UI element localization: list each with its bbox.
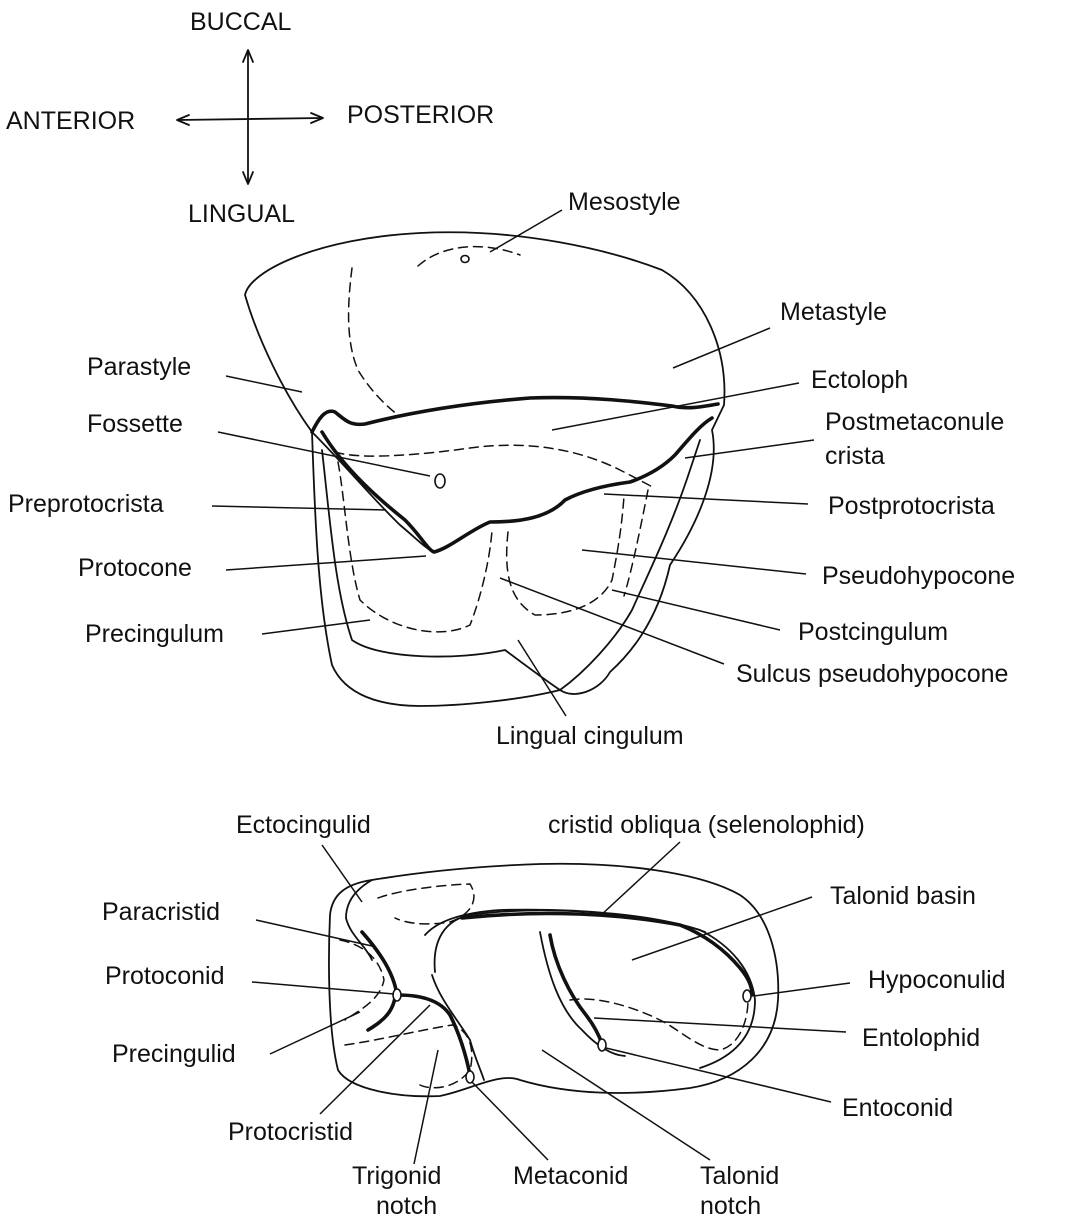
upper-mesostyle-dashed: [418, 247, 520, 266]
label-entoconid: Entoconid: [842, 1094, 953, 1122]
leader-protoconid: [252, 982, 394, 994]
orientation-compass: BUCCAL ANTERIOR POSTERIOR LINGUAL: [6, 8, 494, 228]
label-protoconid: Protoconid: [105, 962, 225, 990]
leader-entolophid: [594, 1018, 846, 1032]
upper-pseudohypocone-dashed: [507, 496, 624, 615]
leader-preprotocrista: [212, 506, 386, 510]
lower-metaconid-pit: [466, 1071, 474, 1083]
leader-precingulum: [262, 620, 370, 634]
label-sulcus-pseudohypocone: Sulcus pseudohypocone: [736, 660, 1008, 688]
leader-ectocingulid: [322, 845, 362, 902]
leader-trigonid-notch: [414, 1050, 438, 1164]
label-talonid-notch-line2: notch: [700, 1192, 761, 1220]
upper-protocone-dashed: [338, 462, 492, 632]
label-talonid-notch-line1: Talonid: [700, 1162, 779, 1190]
leader-entoconid: [606, 1048, 831, 1102]
label-entolophid: Entolophid: [862, 1024, 980, 1052]
upper-molar-drawing: [245, 232, 724, 706]
leader-lingual-cingulum: [518, 640, 566, 716]
label-anterior: ANTERIOR: [6, 107, 135, 135]
lower-molar-drawing: [329, 864, 778, 1097]
label-precingulum: Precingulum: [85, 620, 224, 648]
upper-fossette-pit: [435, 474, 445, 488]
lower-trigonid-dashed: [345, 1025, 472, 1088]
leader-mesostyle: [490, 210, 562, 252]
label-postmetaconule-crista-line2: crista: [825, 442, 885, 470]
leader-cristid-obliqua: [600, 842, 680, 916]
lower-entoconid-pit: [598, 1039, 606, 1051]
label-metaconid: Metaconid: [513, 1162, 628, 1190]
label-postcingulum: Postcingulum: [798, 618, 948, 646]
label-protocristid: Protocristid: [228, 1118, 353, 1146]
leader-postmetaconule-crista: [685, 440, 814, 458]
lower-ectocingulid: [346, 880, 372, 960]
lower-protoconid-pit: [393, 989, 401, 1001]
upper-mesostyle-pit: [461, 256, 469, 263]
label-ectocingulid: Ectocingulid: [236, 811, 371, 839]
label-postmetaconule-crista-line1: Postmetaconule: [825, 408, 1004, 436]
label-paracristid: Paracristid: [102, 898, 220, 926]
label-precingulid: Precingulid: [112, 1040, 236, 1068]
label-trigonid-notch-line2: notch: [376, 1192, 437, 1220]
label-mesostyle: Mesostyle: [568, 188, 681, 216]
lower-molar-labels: Ectocingulid cristid obliqua (selenoloph…: [102, 811, 1006, 1220]
leader-precingulid: [270, 1012, 360, 1054]
label-ectoloph: Ectoloph: [811, 366, 908, 394]
label-protocone: Protocone: [78, 554, 192, 582]
label-lingual-cingulum: Lingual cingulum: [496, 722, 684, 750]
leader-ectoloph: [552, 383, 799, 430]
compass-horizontal-arrow: [178, 118, 322, 120]
leader-sulcus-pseudohypocone: [500, 578, 724, 664]
label-posterior: POSTERIOR: [347, 101, 494, 129]
leader-parastyle: [226, 376, 302, 392]
upper-molar-outline: [245, 232, 724, 706]
leader-protocone: [226, 556, 426, 570]
label-postprotocrista: Postprotocrista: [828, 492, 995, 520]
upper-molar-labels: Mesostyle Metastyle Parastyle Ectoloph F…: [8, 188, 1015, 750]
label-talonid-basin: Talonid basin: [830, 882, 976, 910]
label-parastyle: Parastyle: [87, 353, 191, 381]
upper-paracone-rib-dashed: [349, 268, 398, 415]
label-metastyle: Metastyle: [780, 298, 887, 326]
label-buccal: BUCCAL: [190, 8, 292, 36]
lower-paracristid-thick: [362, 932, 396, 1030]
label-pseudohypocone: Pseudohypocone: [822, 562, 1015, 590]
label-cristid-obliqua: cristid obliqua (selenolophid): [548, 811, 865, 839]
leader-paracristid: [256, 920, 372, 946]
leader-postcingulum: [612, 590, 780, 630]
label-hypoconulid: Hypoconulid: [868, 966, 1006, 994]
lower-molar-outline: [329, 864, 778, 1097]
leader-metaconid: [472, 1082, 548, 1160]
upper-hypocone-dashed-right: [624, 490, 648, 596]
lower-cristid-obliqua-thick: [462, 914, 752, 995]
upper-ectoloph-line: [312, 398, 718, 432]
lower-hypoconulid-pit: [743, 990, 751, 1002]
label-fossette: Fossette: [87, 410, 183, 438]
leader-hypoconulid: [754, 983, 850, 996]
upper-protocrista-line: [322, 418, 712, 552]
lower-entolophid-thick: [550, 935, 602, 1044]
label-lingual: LINGUAL: [188, 200, 295, 228]
lower-protocristid-thick: [398, 995, 470, 1075]
label-preprotocrista: Preprotocrista: [8, 490, 164, 518]
label-trigonid-notch-line1: Trigonid: [352, 1162, 441, 1190]
upper-molar-leaders: [212, 210, 814, 716]
